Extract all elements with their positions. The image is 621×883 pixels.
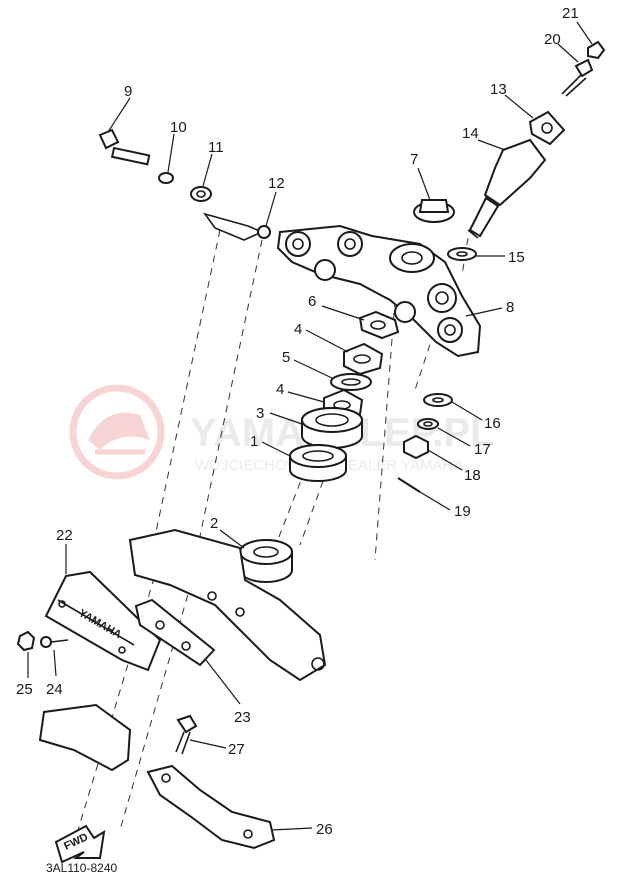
part-6-lock-washer — [358, 310, 400, 340]
callout-8: 8 — [506, 299, 514, 316]
lower-frame-section — [38, 703, 132, 772]
callout-12: 12 — [268, 175, 285, 192]
part-5-rubber-washer — [330, 373, 372, 391]
callout-15: 15 — [508, 249, 525, 266]
callout-20: 20 — [544, 31, 561, 48]
callout-9: 9 — [124, 83, 132, 100]
callout-22: 22 — [56, 527, 73, 544]
part-25-nut — [16, 630, 36, 652]
part-7-cap — [413, 199, 455, 223]
part-20-bolt — [561, 58, 594, 97]
callout-17: 17 — [474, 441, 491, 458]
part-13-holder-cap — [528, 110, 566, 146]
part-10-washer — [158, 172, 174, 184]
callout-11: 11 — [208, 139, 224, 156]
part-21-cap-nut — [587, 40, 606, 60]
part-24-screw — [40, 636, 69, 648]
part-23-bracket-plate — [134, 598, 216, 667]
callout-3: 3 — [256, 405, 264, 422]
callout-26: 26 — [316, 821, 333, 838]
part-11-washer — [190, 186, 212, 202]
callout-18: 18 — [464, 467, 481, 484]
callout-numbers: 21 20 13 14 7 9 10 11 12 15 8 6 4 5 4 3 … — [16, 5, 579, 838]
part-22-emblem-plate: YAMAHA — [44, 570, 162, 672]
callout-24: 24 — [46, 681, 63, 698]
part-12-wire-clip — [203, 212, 271, 241]
callout-1: 1 — [250, 433, 258, 450]
part-1-bearing — [289, 444, 347, 482]
callout-27: 27 — [228, 741, 245, 758]
callout-10: 10 — [170, 119, 187, 136]
callout-4-lower: 4 — [276, 381, 284, 398]
callout-13: 13 — [490, 81, 507, 98]
part-2-bearing — [239, 539, 293, 583]
callout-25: 25 — [16, 681, 33, 698]
callout-19: 19 — [454, 503, 471, 520]
part-4-ring-nut-upper — [343, 342, 384, 376]
part-19-pin — [397, 477, 421, 493]
part-3-bearing-cover — [301, 407, 363, 449]
part-8-upper-bracket — [276, 224, 482, 358]
part-15-washer — [447, 247, 477, 261]
part-code: 3AL110-8240 — [46, 861, 118, 875]
leader-lines — [27, 21, 593, 831]
fwd-arrow-icon: FWD — [54, 824, 106, 864]
callout-23: 23 — [234, 709, 251, 726]
part-27-bolt — [175, 714, 198, 755]
part-17-washer — [417, 418, 439, 430]
callout-2: 2 — [210, 515, 218, 532]
part-16-washer — [423, 393, 453, 407]
callout-16: 16 — [484, 415, 501, 432]
callout-5: 5 — [282, 349, 290, 366]
callout-4-upper: 4 — [294, 321, 302, 338]
part-18-nut — [403, 434, 429, 460]
callout-14: 14 — [462, 125, 479, 142]
part-14-handlebar-holder — [467, 138, 547, 239]
under-bracket — [128, 528, 327, 682]
callout-21: 21 — [562, 5, 579, 22]
part-26-stay — [146, 764, 276, 850]
part-9-bolt — [98, 128, 151, 166]
callout-6: 6 — [308, 293, 316, 310]
watermark-logo-icon — [69, 384, 165, 480]
callout-7: 7 — [410, 151, 418, 168]
